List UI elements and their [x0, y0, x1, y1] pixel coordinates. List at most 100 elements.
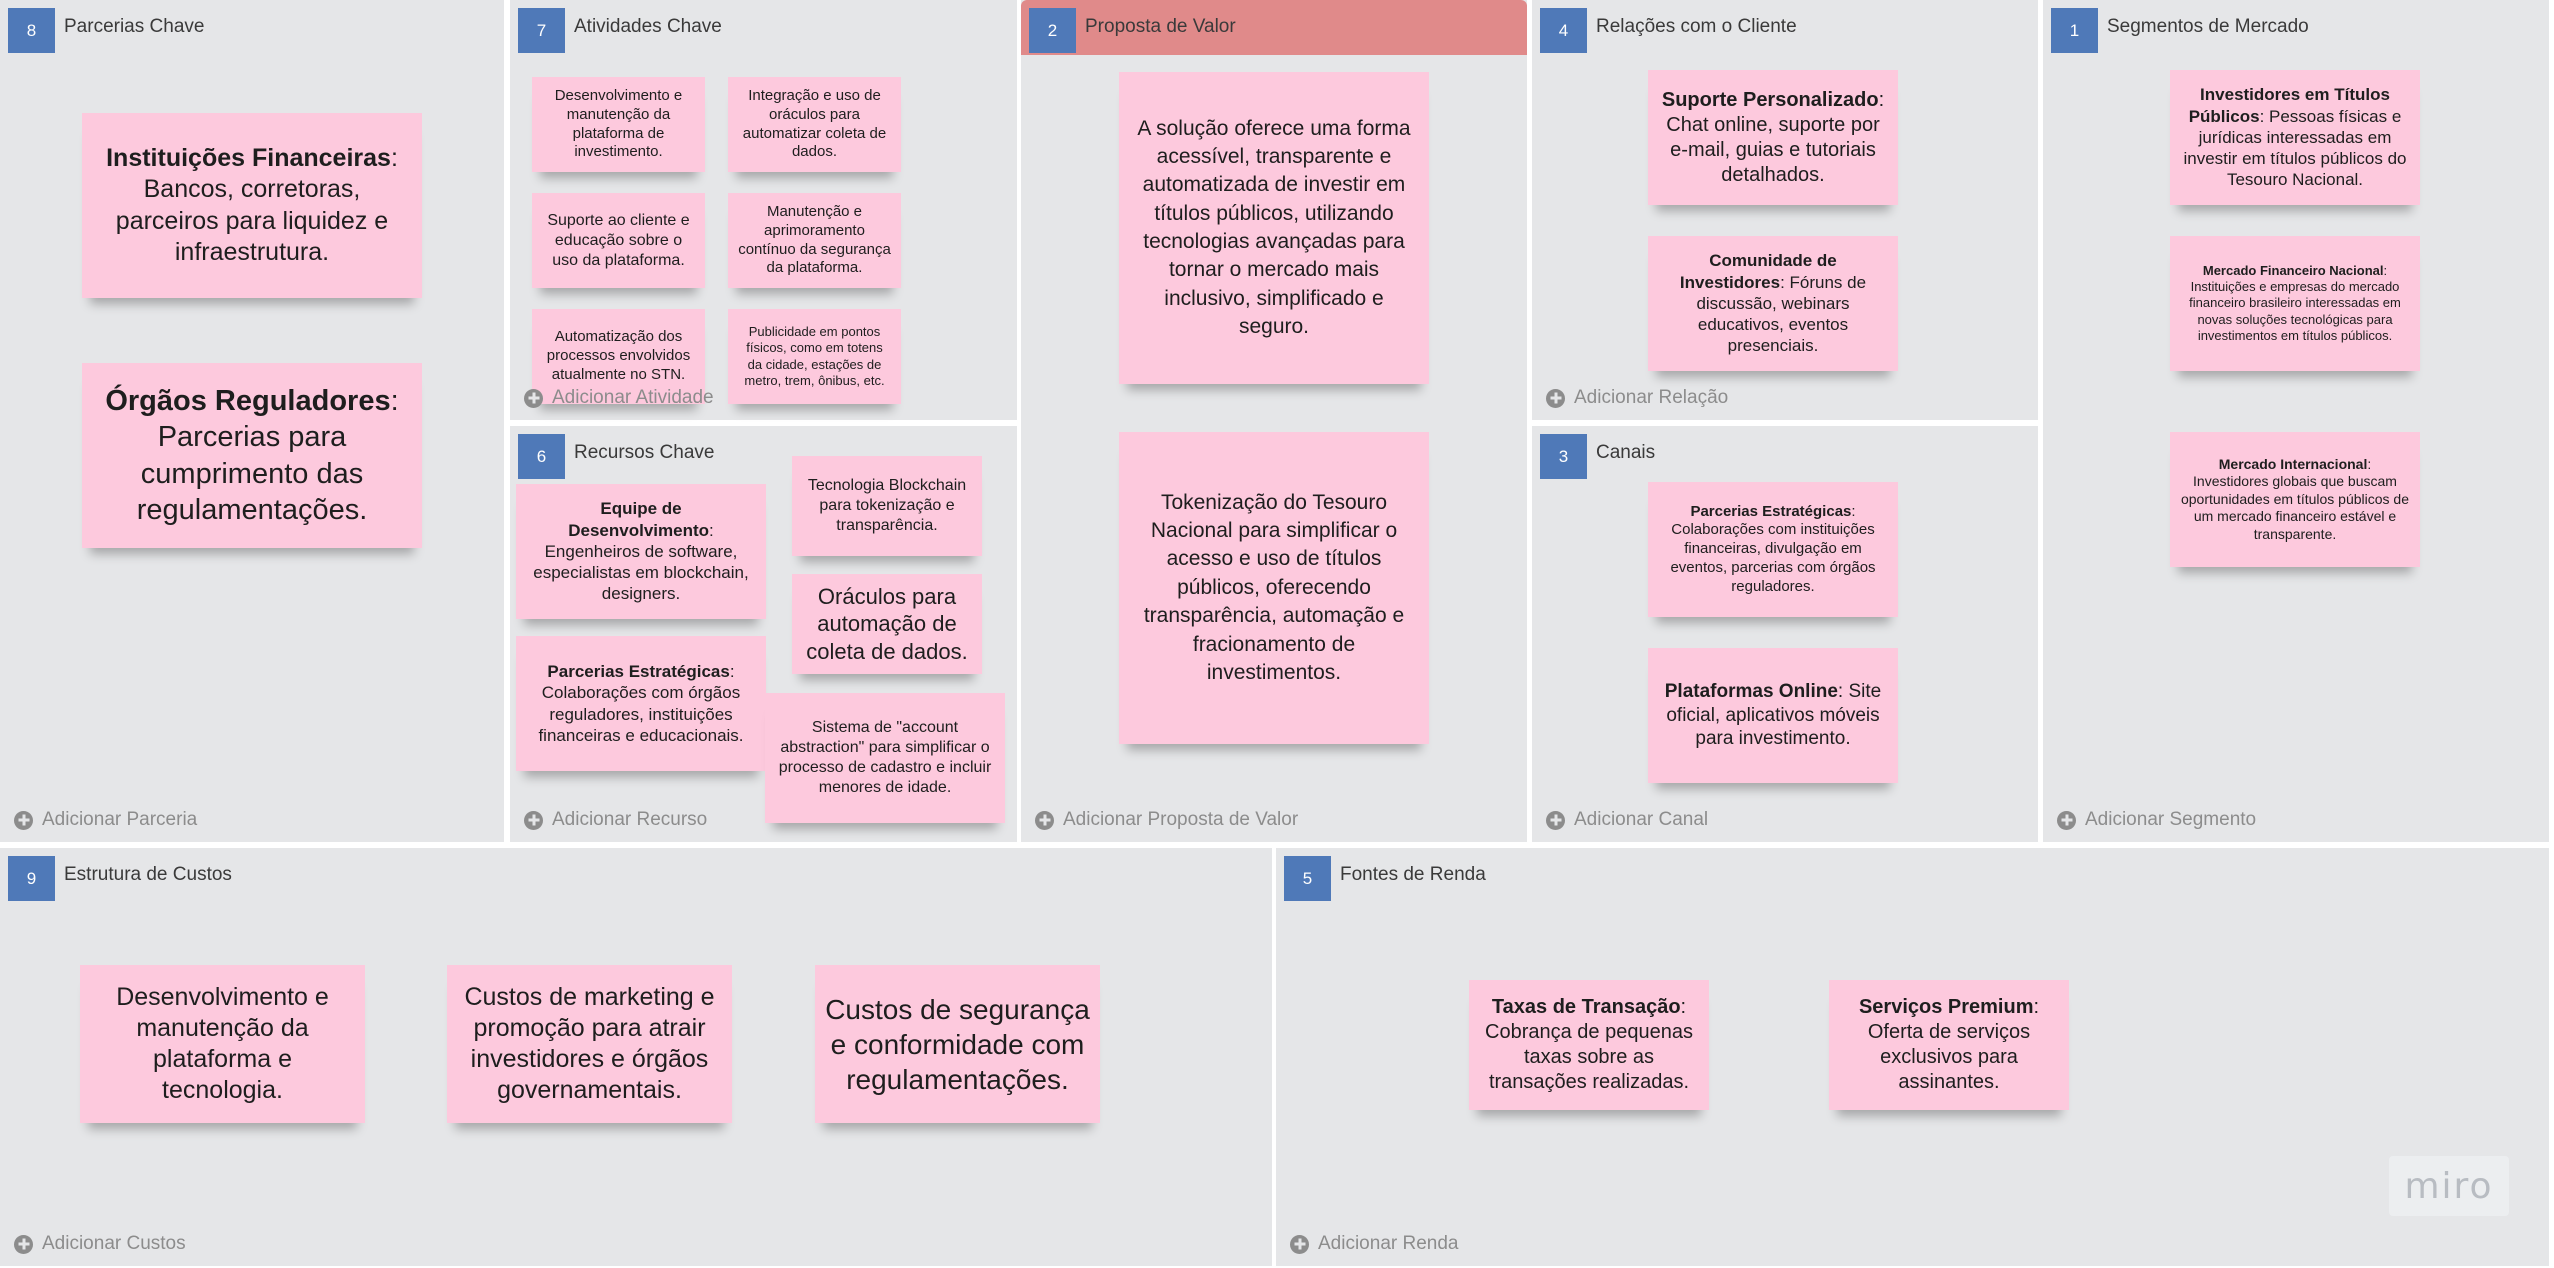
add-channel-button[interactable]: Adicionar Canal — [1546, 809, 1708, 831]
section-title: Atividades Chave — [574, 16, 722, 37]
section-customer-relationships: 4 Relações com o Cliente Suporte Persona… — [1532, 0, 2038, 420]
plus-circle-icon — [1546, 388, 1565, 408]
plus-circle-icon — [14, 810, 33, 830]
sticky-note[interactable]: Manutenção e aprimoramento contínuo da s… — [728, 193, 901, 288]
note-bold: Taxas de Transação — [1491, 996, 1681, 1018]
miro-logo: miro — [2389, 1156, 2509, 1216]
note-text: : Investidores globais que buscam oportu… — [2180, 455, 2410, 542]
sticky-note[interactable]: Integração e uso de oráculos para automa… — [728, 77, 901, 172]
add-value-proposition-button[interactable]: Adicionar Proposta de Valor — [1035, 809, 1298, 831]
note-bold: Comunidade de Investidores — [1679, 251, 1837, 292]
note-text: : Oferta de serviços exclusivos para ass… — [1867, 996, 2040, 1093]
sticky-note[interactable]: Tecnologia Blockchain para tokenização e… — [792, 456, 982, 556]
note-text: A solução oferece uma forma acessível, t… — [1137, 116, 1411, 339]
sticky-note[interactable]: Parcerias Estratégicas: Colaborações com… — [1648, 482, 1898, 617]
sticky-note[interactable]: Desenvolvimento e manutenção da platafor… — [532, 77, 705, 172]
sticky-note[interactable]: Desenvolvimento e manutenção da platafor… — [80, 965, 365, 1123]
add-segment-button[interactable]: Adicionar Segmento — [2057, 809, 2256, 831]
note-bold: Serviços Premium — [1858, 996, 2034, 1018]
note-text: : Parcerias para cumprimento das regulam… — [136, 385, 399, 526]
section-key-resources: 6 Recursos Chave Equipe de Desenvolvimen… — [510, 426, 1017, 842]
note-bold: Instituições Financeiras — [106, 144, 391, 172]
sticky-note[interactable]: A solução oferece uma forma acessível, t… — [1119, 72, 1429, 384]
sticky-note[interactable]: Mercado Financeiro Nacional: Instituiçõe… — [2170, 236, 2420, 371]
section-title: Fontes de Renda — [1340, 864, 1486, 885]
note-text: Manutenção e aprimoramento contínuo da s… — [738, 203, 891, 277]
sticky-note[interactable]: Custos de marketing e promoção para atra… — [447, 965, 732, 1123]
note-text: Custos de segurança e conformidade com r… — [825, 993, 1090, 1095]
section-customer-segments: 1 Segmentos de Mercado Investidores em T… — [2043, 0, 2549, 842]
add-label: Adicionar Renda — [1318, 1233, 1459, 1254]
add-activity-button[interactable]: Adicionar Atividade — [524, 387, 714, 409]
section-title: Estrutura de Custos — [64, 864, 232, 885]
add-label: Adicionar Relação — [1574, 387, 1729, 408]
sticky-note[interactable]: Instituições Financeiras: Bancos, corret… — [82, 113, 422, 298]
section-number-badge: 2 — [1029, 8, 1076, 53]
sticky-note[interactable]: Publicidade em pontos físicos, como em t… — [728, 309, 901, 404]
sticky-note[interactable]: Equipe de Desenvolvimento: Engenheiros d… — [516, 484, 766, 619]
sticky-note[interactable]: Investidores em Títulos Públicos: Pessoa… — [2170, 70, 2420, 205]
section-number-badge: 5 — [1284, 856, 1331, 901]
sticky-note[interactable]: Mercado Internacional: Investidores glob… — [2170, 432, 2420, 567]
section-key-activities: 7 Atividades Chave Desenvolvimento e man… — [510, 0, 1017, 420]
note-text: Automatização dos processos envolvidos a… — [546, 328, 691, 383]
note-bold: Parcerias Estratégicas — [547, 662, 730, 681]
sticky-note[interactable]: Serviços Premium: Oferta de serviços exc… — [1829, 980, 2069, 1110]
section-number-badge: 3 — [1540, 434, 1587, 479]
sticky-note[interactable]: Suporte Personalizado: Chat online, supo… — [1648, 70, 1898, 205]
note-bold: Suporte Personalizado — [1661, 88, 1879, 111]
note-bold: Parcerias Estratégicas — [1690, 502, 1852, 520]
section-number-badge: 1 — [2051, 8, 2098, 53]
sticky-note[interactable]: Suporte ao cliente e educação sobre o us… — [532, 193, 705, 288]
section-title: Segmentos de Mercado — [2107, 16, 2309, 37]
sticky-note[interactable]: Tokenização do Tesouro Nacional para sim… — [1119, 432, 1429, 744]
add-resource-button[interactable]: Adicionar Recurso — [524, 809, 707, 831]
plus-circle-icon — [1546, 810, 1565, 830]
note-text: : Engenheiros de software, especialistas… — [533, 520, 749, 604]
add-relationship-button[interactable]: Adicionar Relação — [1546, 387, 1728, 409]
section-number-badge: 7 — [518, 8, 565, 53]
add-label: Adicionar Atividade — [552, 387, 714, 408]
sticky-note[interactable]: Comunidade de Investidores: Fóruns de di… — [1648, 236, 1898, 371]
plus-circle-icon — [14, 1234, 33, 1254]
plus-circle-icon — [524, 388, 543, 408]
note-bold: Equipe de Desenvolvimento — [568, 499, 710, 540]
section-revenue-streams: 5 Fontes de Renda Taxas de Transação: Co… — [1276, 848, 2549, 1266]
plus-circle-icon — [2057, 810, 2076, 830]
section-title: Canais — [1596, 442, 1656, 463]
section-title: Proposta de Valor — [1085, 16, 1236, 37]
note-bold: Mercado Internacional — [2218, 455, 2368, 472]
sticky-note[interactable]: Taxas de Transação: Cobrança de pequenas… — [1469, 980, 1709, 1110]
section-number-badge: 9 — [8, 856, 55, 901]
note-bold: Órgãos Reguladores — [105, 385, 391, 417]
sticky-note[interactable]: Custos de segurança e conformidade com r… — [815, 965, 1100, 1123]
sticky-note[interactable]: Automatização dos processos envolvidos a… — [532, 309, 705, 404]
note-bold: Mercado Financeiro Nacional — [2202, 262, 2384, 278]
plus-circle-icon — [1290, 1234, 1309, 1254]
sticky-note[interactable]: Plataformas Online: Site oficial, aplica… — [1648, 648, 1898, 783]
add-partner-button[interactable]: Adicionar Parceria — [14, 809, 197, 831]
note-text: Publicidade em pontos físicos, como em t… — [744, 324, 885, 388]
section-key-partners: 8 Parcerias Chave Instituições Financeir… — [0, 0, 504, 842]
section-title: Recursos Chave — [574, 442, 715, 463]
sticky-note[interactable]: Parcerias Estratégicas: Colaborações com… — [516, 636, 766, 771]
add-label: Adicionar Custos — [42, 1233, 186, 1254]
add-label: Adicionar Canal — [1574, 809, 1709, 830]
add-cost-button[interactable]: Adicionar Custos — [14, 1233, 186, 1255]
note-text: : Site oficial, aplicativos móveis para … — [1666, 680, 1882, 750]
note-text: Integração e uso de oráculos para automa… — [742, 87, 887, 161]
note-text: : Colaborações com órgãos reguladores, i… — [538, 662, 744, 745]
sticky-note[interactable]: Oráculos para automação de coleta de dad… — [792, 574, 982, 674]
add-label: Adicionar Segmento — [2085, 809, 2257, 830]
note-text: : Chat online, suporte por e-mail, guias… — [1666, 88, 1885, 186]
section-title: Relações com o Cliente — [1596, 16, 1797, 37]
selected-header-bar — [1021, 0, 1527, 55]
section-title: Parcerias Chave — [64, 16, 205, 37]
note-text: : Bancos, corretoras, parceiros para liq… — [115, 144, 398, 266]
sticky-note[interactable]: Sistema de "account abstraction" para si… — [765, 693, 1005, 823]
section-cost-structure: 9 Estrutura de Custos Desenvolvimento e … — [0, 848, 1272, 1266]
plus-circle-icon — [1035, 810, 1054, 830]
add-revenue-button[interactable]: Adicionar Renda — [1290, 1233, 1458, 1255]
note-text: : Pessoas físicas e jurídicas interessad… — [2183, 106, 2407, 190]
sticky-note[interactable]: Órgãos Reguladores: Parcerias para cumpr… — [82, 363, 422, 548]
